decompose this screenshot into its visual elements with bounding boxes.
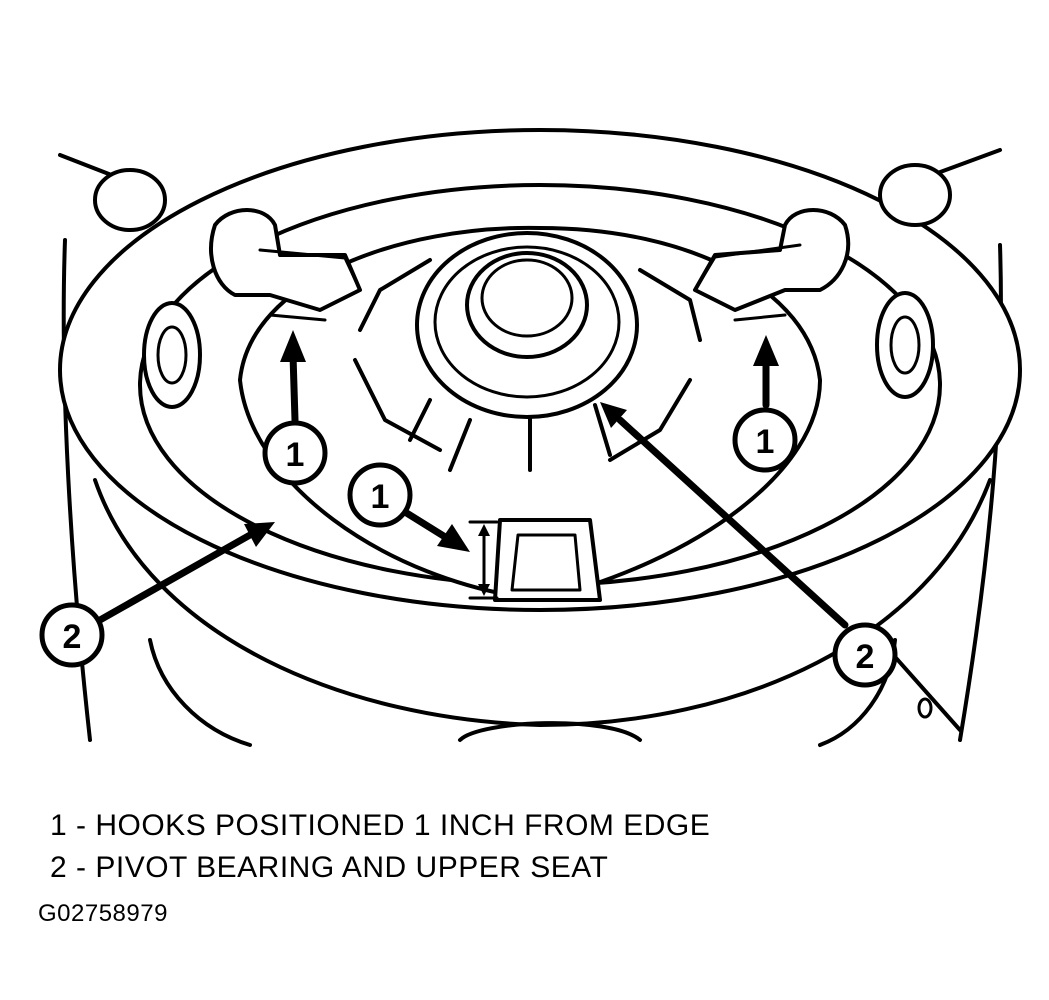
leader-hook-left-head [280, 330, 306, 362]
spoke-right-top [638, 268, 702, 342]
spoke-3 [408, 398, 432, 442]
left-hook-dimension [268, 313, 327, 322]
callout-hook-right-label: 1 [756, 423, 775, 461]
callout-lug-label: 1 [371, 478, 390, 516]
legend-item-hooks: 1 - HOOKS POSITIONED 1 INCH FROM EDGE [50, 809, 711, 842]
left-boss-hole [156, 325, 188, 385]
leader-hook-right-head [753, 335, 779, 366]
right-hook-dimension [733, 313, 787, 322]
spoke-1 [448, 418, 472, 472]
pivot-bearing-inner [465, 251, 589, 359]
lower-opening [458, 721, 642, 742]
right-hook-face [693, 243, 802, 292]
lug-dimension-arrow-up [478, 524, 490, 536]
left-upper-boss [93, 168, 167, 232]
callout-lug: 1 [347, 462, 413, 528]
strut-drawing-svg: 1 1 1 2 2 [39, 128, 1022, 747]
spoke-left-top [358, 258, 432, 332]
seat-lug [493, 518, 602, 602]
pivot-bearing-bore [480, 258, 574, 338]
legend: 1 - HOOKS POSITIONED 1 INCH FROM EDGE 2 … [50, 805, 710, 889]
lug-dimension [468, 520, 499, 600]
left-boss [142, 301, 202, 409]
callout-bearing-left: 2 [39, 602, 105, 668]
rod-hole [917, 697, 933, 719]
leader-lug-head [437, 524, 470, 552]
leader-hook-left [289, 351, 299, 424]
left-coil [148, 638, 252, 747]
leader-bearing-left-head [244, 522, 275, 547]
spoke-4 [593, 403, 612, 457]
spoke-right-bottom [608, 378, 692, 462]
right-boss [875, 291, 935, 399]
callout-hook-left: 1 [262, 420, 328, 486]
callout-bearing-right: 2 [832, 622, 898, 688]
leader-bearing-right-head [600, 402, 627, 428]
right-upper-boss [878, 163, 952, 227]
callout-bearing-right-label: 2 [856, 638, 875, 676]
callout-hook-right: 1 [732, 407, 798, 473]
leader-bearing-right [616, 416, 849, 629]
strut-spring-illustration: 1 1 1 2 2 [39, 128, 1022, 747]
figure-id: G02758979 [38, 900, 168, 927]
callout-hook-left-label: 1 [286, 436, 305, 474]
legend-item-bearing: 2 - PIVOT BEARING AND UPPER SEAT [50, 851, 609, 884]
right-boss-hole [889, 315, 921, 375]
left-hook-face [258, 248, 362, 292]
lug-dimension-arrow-down [478, 584, 490, 596]
seat-lug-face [510, 533, 582, 592]
callout-bearing-left-label: 2 [63, 618, 82, 656]
spoke-left-bottom [353, 358, 442, 452]
pivot-bearing-teeth-ring [433, 245, 621, 399]
leader-lug [401, 508, 454, 544]
leader-bearing-left [96, 531, 254, 624]
